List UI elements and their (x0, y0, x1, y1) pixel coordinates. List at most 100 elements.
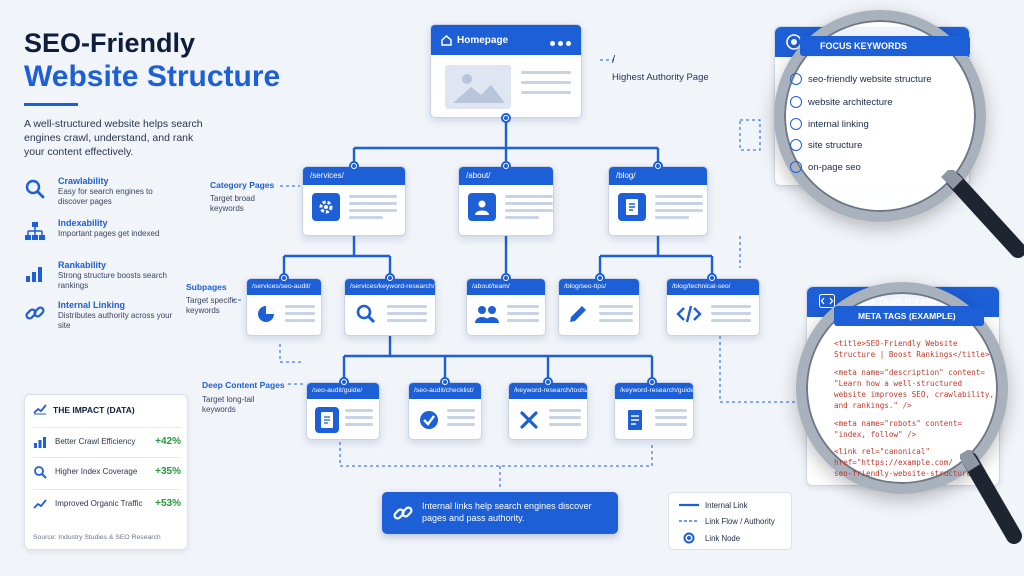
code-icon (819, 294, 835, 308)
card-path: /blog/seo-tips/ (559, 279, 639, 295)
link-node (501, 113, 511, 123)
feature-desc: Important pages get indexed (58, 229, 160, 238)
meta-heading-zoomed: META TAGS (EXAMPLE) (834, 306, 984, 326)
category-card-about[interactable]: /about/ (458, 166, 554, 236)
impact-row: Better Crawl Efficiency +42% (33, 427, 181, 455)
homepage-desc: Highest Authority Page (612, 72, 709, 83)
trend-icon (33, 499, 47, 509)
feature-crawlability: Crawlability Easy for search engines to … (24, 176, 204, 212)
card-path: /services/seo-audit/ (247, 279, 321, 295)
category-card-services[interactable]: /services/ (302, 166, 406, 236)
level-deep-desc: Target long-tail keywords (202, 395, 255, 414)
subpage-card-seo-tips[interactable]: /blog/seo-tips/ (558, 278, 640, 336)
feature-title: Internal Linking (58, 300, 126, 310)
check-circle-icon (417, 407, 441, 433)
user-icon (468, 193, 496, 221)
homepage-header: Homepage (431, 25, 581, 55)
document-icon (315, 407, 339, 433)
meta-code-line: website improves SEO, crawlability, (834, 390, 995, 399)
hierarchy-icon (25, 222, 45, 240)
feature-desc: Distributes authority across your site (58, 311, 173, 330)
title-underline (24, 103, 78, 106)
level-category-desc: Target broad keywords (210, 194, 255, 213)
pie-chart-icon (253, 301, 279, 327)
legend-link-flow: Link Flow / Authority (705, 517, 775, 526)
intro-text: A well-structured website helps search e… (24, 118, 203, 158)
meta-code-line: <title>SEO-Friendly Website (834, 339, 958, 348)
feature-desc: Easy for search engines to discover page… (58, 187, 153, 206)
search-icon (25, 179, 45, 199)
more-icon[interactable] (547, 38, 571, 49)
subpage-card-keyword-research[interactable]: /services/keyword-research/ (344, 278, 436, 336)
impact-label: Improved Organic Traffic (55, 499, 143, 508)
magnifier-handle (960, 450, 1022, 544)
impact-panel: THE IMPACT (DATA) Better Crawl Efficienc… (24, 394, 188, 550)
gear-icon (312, 193, 340, 221)
impact-value: +35% (155, 466, 181, 477)
card-path: /keyword-research/tools/ (509, 383, 587, 399)
homepage-card[interactable]: Homepage (430, 24, 582, 118)
impact-value: +53% (155, 498, 181, 509)
trend-icon (33, 404, 47, 415)
card-path: /seo-audit/guide/ (307, 383, 379, 399)
deep-card-keyword-tools[interactable]: /keyword-research/tools/ (508, 382, 588, 440)
impact-row: Improved Organic Traffic +53% (33, 489, 181, 517)
code-icon (675, 301, 703, 327)
feature-title: Indexability (58, 218, 108, 228)
legend-link-node: Link Node (705, 534, 741, 543)
deep-card-keyword-guide[interactable]: /keyword-research/guide/ (614, 382, 694, 440)
impact-source: Source: Industry Studies & SEO Research (33, 534, 161, 541)
keyword-item: website architecture (789, 96, 893, 108)
deep-card-seo-audit-checklist[interactable]: /seo-audit/checklist/ (408, 382, 482, 440)
meta-code-line: Structure | Boost Rankings</title> (834, 350, 990, 359)
card-path: /about/ (459, 167, 553, 185)
impact-value: +42% (155, 436, 181, 447)
team-icon (473, 301, 501, 327)
level-deep-title: Deep Content Pages (202, 380, 285, 390)
search-icon (34, 466, 47, 479)
card-path: /blog/technical-seo/ (667, 279, 759, 295)
subpage-card-seo-audit[interactable]: /services/seo-audit/ (246, 278, 322, 336)
search-icon (353, 301, 379, 327)
page-title-line1: SEO-Friendly (24, 28, 196, 58)
tools-icon (517, 407, 541, 433)
keyword-item: site structure (789, 139, 863, 151)
category-card-blog[interactable]: /blog/ (608, 166, 708, 236)
impact-heading: THE IMPACT (DATA) (53, 405, 135, 415)
link-icon (393, 506, 413, 520)
meta-code-line: <link rel="canonical" (834, 447, 931, 456)
feature-title: Crawlability (58, 176, 109, 186)
feature-title: Rankability (58, 260, 107, 270)
homepage-label: Homepage (457, 35, 509, 46)
legend: Internal Link Link Flow / Authority Link… (668, 492, 792, 550)
meta-code-line: "Learn how a well-structured (834, 379, 963, 388)
internal-links-callout: Internal links help search engines disco… (382, 492, 618, 534)
document-icon (623, 407, 647, 433)
homepage-path: / (612, 54, 616, 66)
bar-chart-icon (34, 437, 46, 448)
deep-card-seo-audit-guide[interactable]: /seo-audit/guide/ (306, 382, 380, 440)
keyword-item: internal linking (790, 118, 869, 130)
level-sub-title: Subpages (186, 282, 227, 292)
impact-label: Better Crawl Efficiency (55, 437, 136, 446)
subpage-card-team[interactable]: /about/team/ (466, 278, 546, 336)
meta-code-line: <meta name="description" content= (834, 368, 985, 377)
feature-desc: Strong structure boosts search rankings (58, 271, 167, 290)
impact-row: Higher Index Coverage +35% (33, 457, 181, 485)
home-icon (441, 35, 452, 46)
feature-rankability: Rankability Strong structure boosts sear… (24, 260, 204, 296)
level-sub-desc: Target specific keywords (186, 296, 238, 315)
pencil-icon (565, 301, 591, 327)
keyword-item: on-page seo (790, 161, 861, 173)
link-icon (25, 306, 45, 320)
subpage-card-technical-seo[interactable]: /blog/technical-seo/ (666, 278, 760, 336)
card-path: /about/team/ (467, 279, 545, 295)
meta-code-line: href="https://example.com/ (834, 458, 953, 467)
card-path: /services/ (303, 167, 405, 185)
card-path: /services/keyword-research/ (345, 279, 435, 295)
meta-code-line: <meta name="robots" content= (834, 419, 963, 428)
image-placeholder-icon (445, 65, 511, 109)
meta-code-line: "index, follow" /> (834, 430, 917, 439)
keyword-item: seo-friendly website structure (790, 73, 932, 85)
legend-internal-link: Internal Link (705, 501, 748, 510)
